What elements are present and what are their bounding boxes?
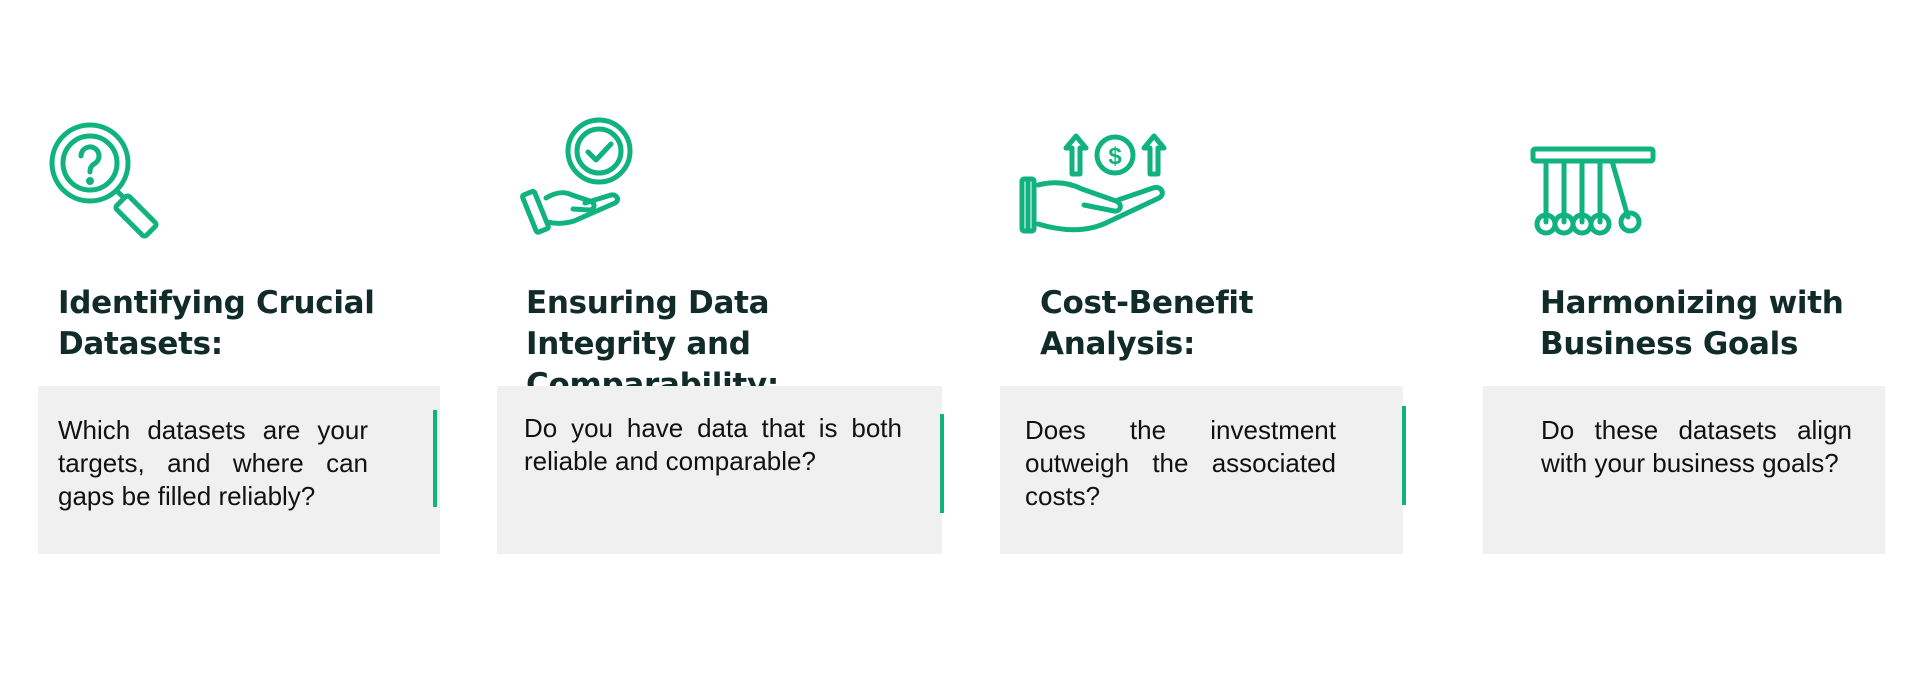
accent-bar (940, 414, 944, 513)
newtons-cradle-icon (1530, 145, 1658, 239)
hand-dollar-growth-icon: $ (1018, 126, 1178, 238)
card-box-datasets (38, 386, 440, 554)
svg-text:$: $ (1108, 143, 1122, 170)
card-box-cost-benefit (1000, 386, 1403, 554)
card-box-business-goals (1483, 386, 1885, 554)
accent-bar (1402, 406, 1406, 505)
accent-bar (433, 410, 437, 507)
card-title-cost-benefit: Cost-Benefit Analysis: (1040, 285, 1254, 362)
magnifier-question-icon (48, 121, 168, 239)
card-description-business-goals: Do these datasets align with your busine… (1541, 415, 1852, 478)
hand-check-icon (518, 117, 643, 238)
card-description-integrity: Do you have data that is both reliable a… (524, 413, 902, 476)
card-description-datasets: Which datasets are your targets, and whe… (58, 415, 368, 511)
card-title-business-goals: Harmonizing with Business Goals (1540, 285, 1844, 362)
card-box-integrity (497, 386, 942, 554)
card-description-cost-benefit: Does the investment outweigh the associa… (1025, 415, 1336, 511)
card-title-datasets: Identifying Crucial Datasets: (58, 285, 375, 362)
